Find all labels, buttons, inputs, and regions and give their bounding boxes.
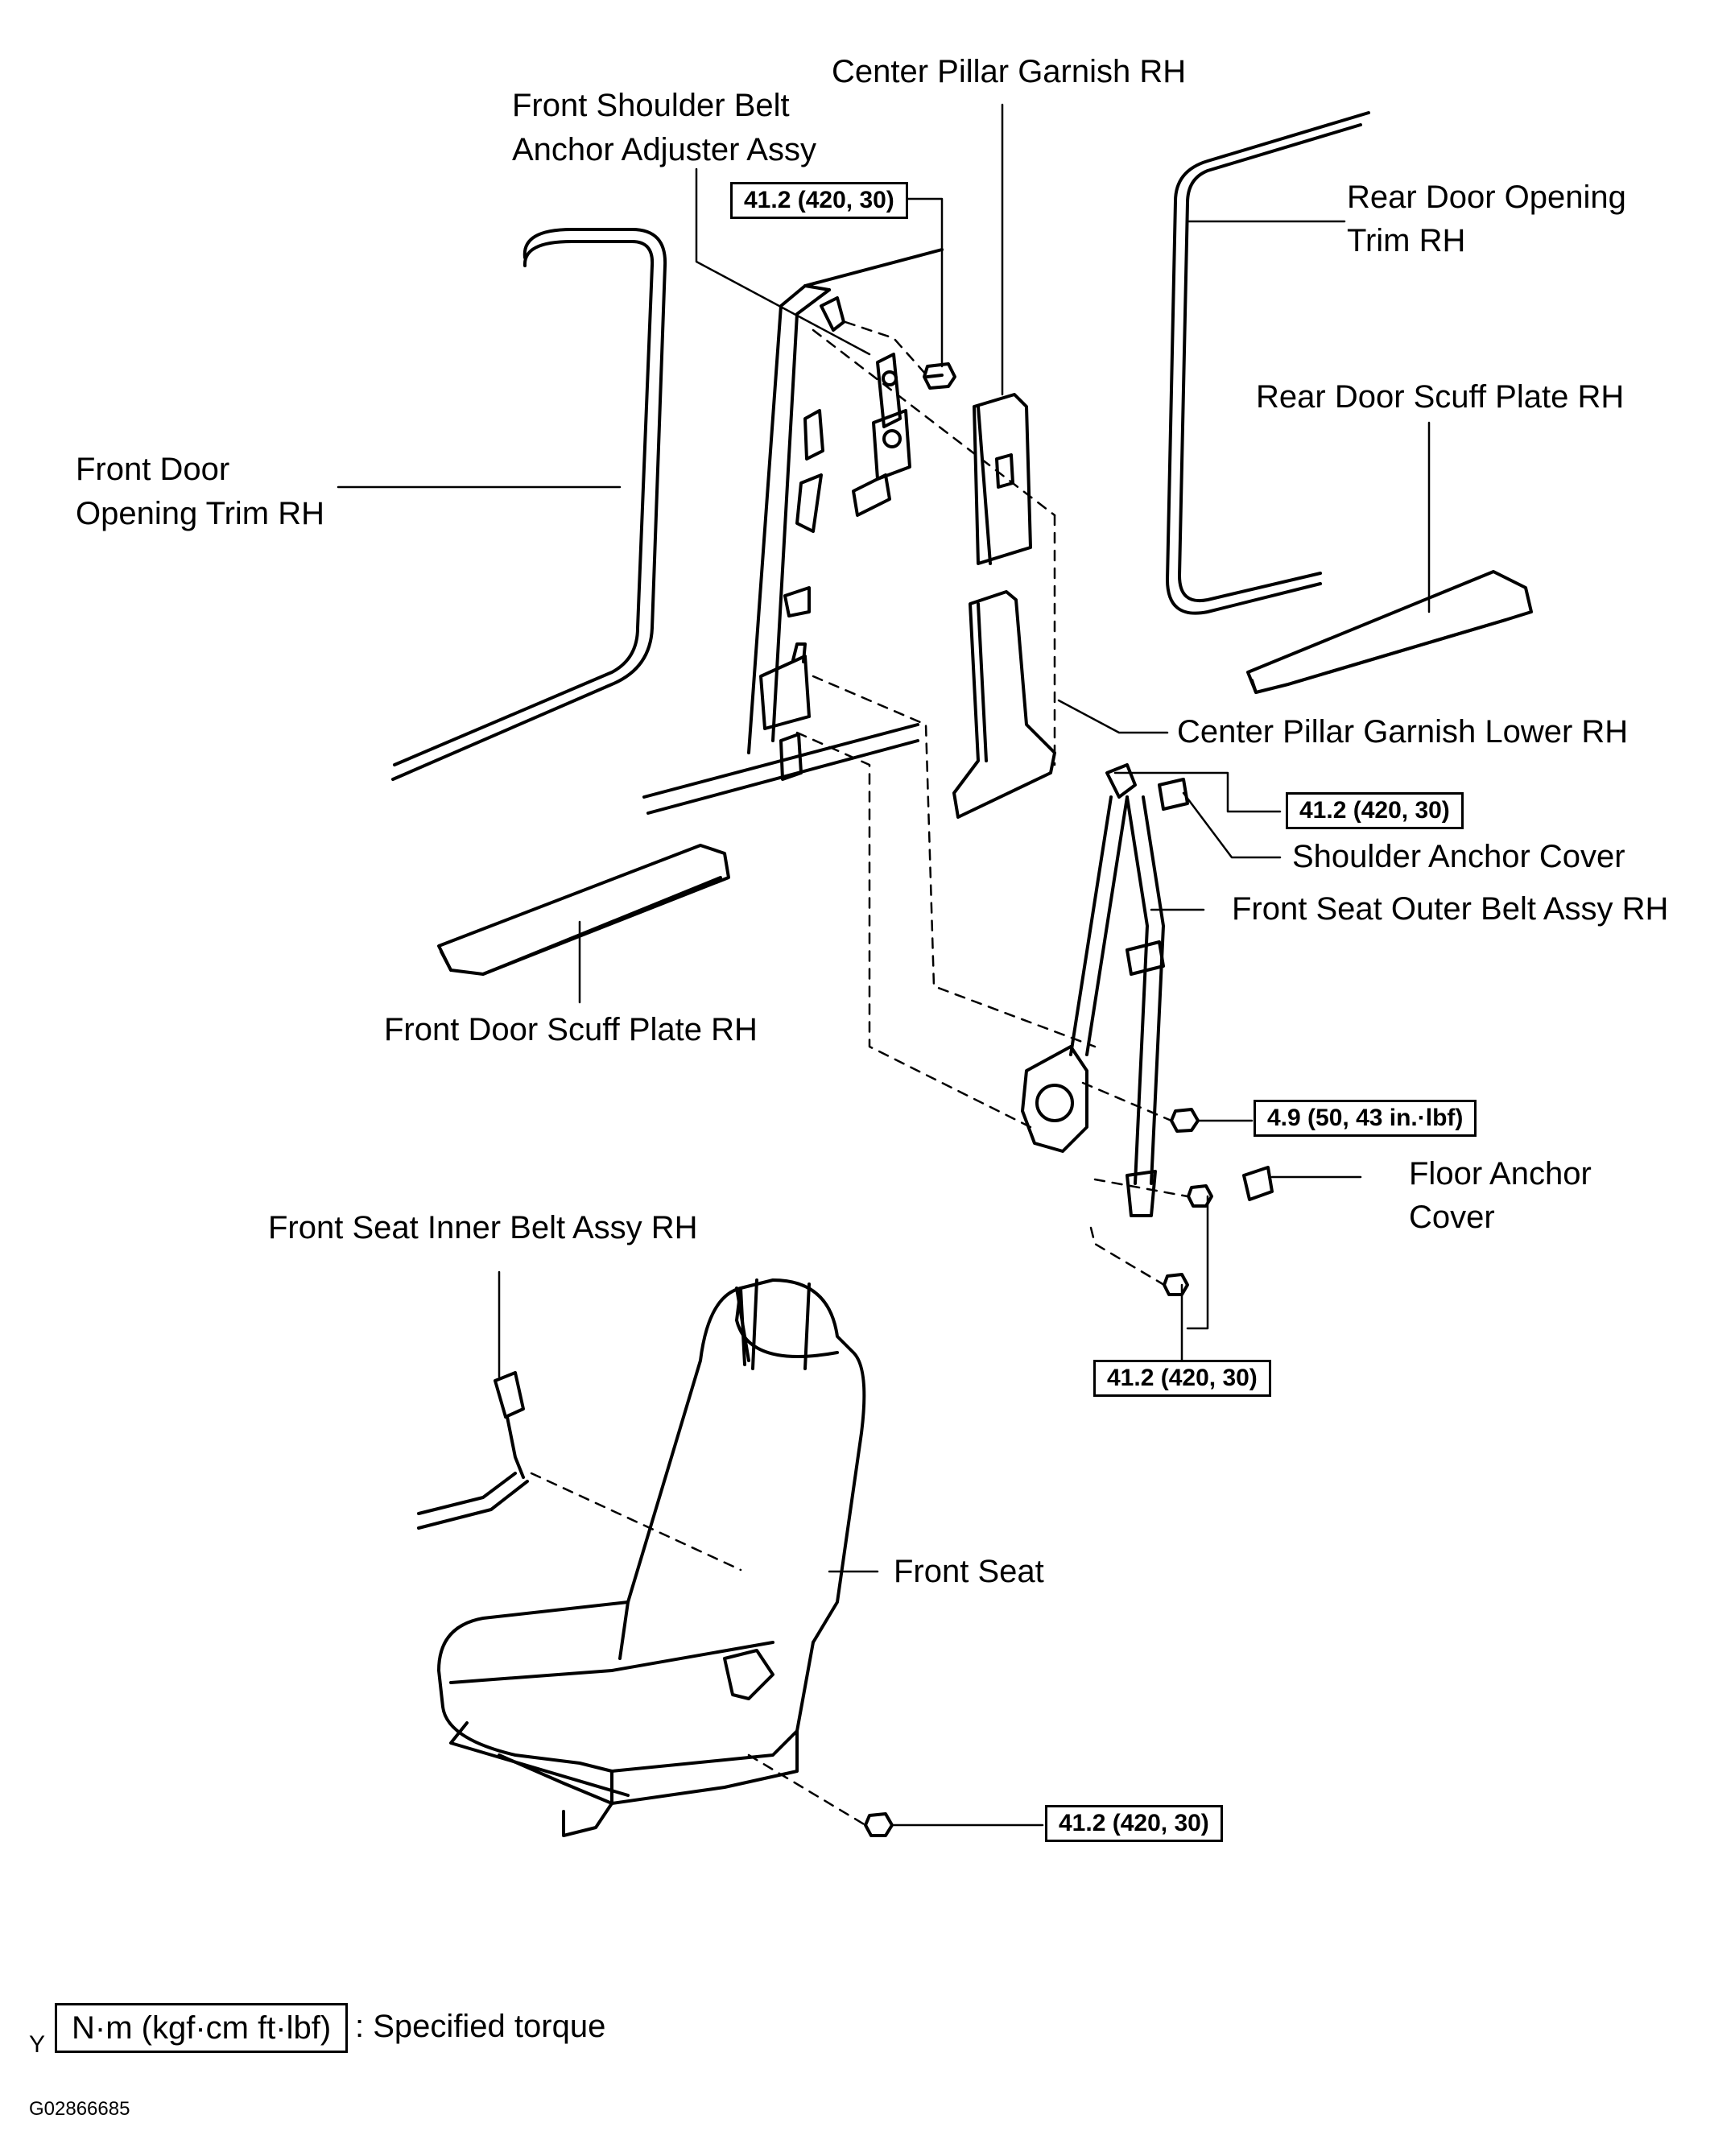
- legend-description: : Specified torque: [355, 2009, 606, 2044]
- rear-door-opening-trim-drawing: [1166, 111, 1370, 615]
- front-seat-label: Front Seat: [894, 1554, 1044, 1589]
- front-door-opening-trim-label-line1: Front Door: [76, 452, 230, 487]
- rear-door-opening-trim-label-line1: Rear Door Opening: [1347, 180, 1626, 215]
- floor-bolt-drawing: [1163, 1184, 1213, 1296]
- retractor-bolt-drawing: [1170, 1108, 1200, 1133]
- center-pillar-garnish-lower-label: Center Pillar Garnish Lower RH: [1177, 714, 1629, 750]
- rear-door-scuff-plate-label: Rear Door Scuff Plate RH: [1256, 379, 1625, 415]
- center-pillar-garnish-label: Center Pillar Garnish RH: [832, 54, 1187, 89]
- shoulder-adjuster-drawing: [852, 353, 911, 517]
- seat-bolt-drawing: [864, 1812, 894, 1837]
- floor-anchor-cover-drawing: [1242, 1166, 1274, 1201]
- front-door-opening-trim-drawing: [391, 228, 667, 781]
- rear-door-scuff-drawing: [1246, 570, 1533, 694]
- front-seat-inner-belt-label: Front Seat Inner Belt Assy RH: [268, 1210, 698, 1245]
- dashed-assembly-lines: [530, 320, 1189, 1827]
- torque-box-shoulder-anchor-bolt: 41.2 (420, 30): [1286, 792, 1464, 829]
- leader-lines: [337, 103, 1431, 1827]
- torque-box-floor-anchor-bolts: 41.2 (420, 30): [1093, 1360, 1271, 1397]
- front-door-scuff-drawing: [437, 844, 730, 976]
- shoulder-anchor-cover-label: Shoulder Anchor Cover: [1292, 839, 1625, 874]
- front-door-scuff-plate-label: Front Door Scuff Plate RH: [384, 1012, 758, 1047]
- torque-box-seat-bolt: 41.2 (420, 30): [1045, 1805, 1223, 1842]
- center-pillar-lower-drawing: [952, 590, 1056, 819]
- torque-box-adjuster-bolt: 41.2 (420, 30): [730, 182, 908, 219]
- shoulder-adjuster-label-line1: Front Shoulder Belt: [512, 88, 790, 123]
- front-seat-outer-belt-label: Front Seat Outer Belt Assy RH: [1232, 891, 1669, 927]
- rear-door-opening-trim-label-line2: Trim RH: [1347, 223, 1466, 258]
- figure-id: G02866685: [29, 2098, 130, 2120]
- outer-belt-drawing: [1021, 763, 1165, 1217]
- floor-anchor-cover-label-line1: Floor Anchor: [1409, 1156, 1592, 1192]
- legend-marker: Y: [29, 2031, 46, 2058]
- floor-anchor-cover-label-line2: Cover: [1409, 1200, 1495, 1235]
- legend-unit-box: N·m (kgf·cm ft·lbf): [55, 2003, 349, 2053]
- front-door-opening-trim-label-line2: Opening Trim RH: [76, 496, 324, 531]
- body-pillar-drawing: [642, 248, 944, 815]
- center-pillar-garnish-drawing: [973, 393, 1032, 565]
- adjuster-bolt-drawing: [923, 362, 956, 390]
- torque-box-retractor-bolt: 4.9 (50, 43 in.·lbf): [1254, 1100, 1477, 1137]
- shoulder-adjuster-label-line2: Anchor Adjuster Assy: [512, 132, 816, 167]
- shoulder-anchor-cover-drawing: [1158, 778, 1189, 811]
- front-seat-drawing: [437, 1278, 866, 1837]
- inner-belt-drawing: [417, 1371, 529, 1530]
